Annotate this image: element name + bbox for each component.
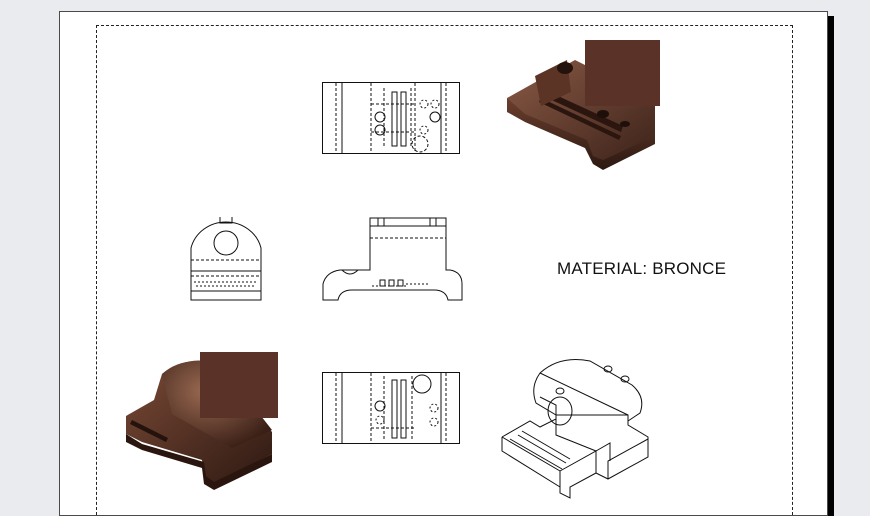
front-view (322, 217, 463, 301)
top-right-render (507, 40, 660, 170)
dashed-border-frame (96, 25, 793, 515)
isometric-wireframe (501, 359, 649, 499)
bottom-left-render (126, 352, 278, 490)
drawing-sheet: MATERIAL: BRONCE (59, 11, 828, 516)
bottom-view (322, 372, 460, 444)
top-view (322, 82, 460, 154)
side-view (190, 217, 262, 301)
material-label: MATERIAL: BRONCE (557, 259, 727, 278)
